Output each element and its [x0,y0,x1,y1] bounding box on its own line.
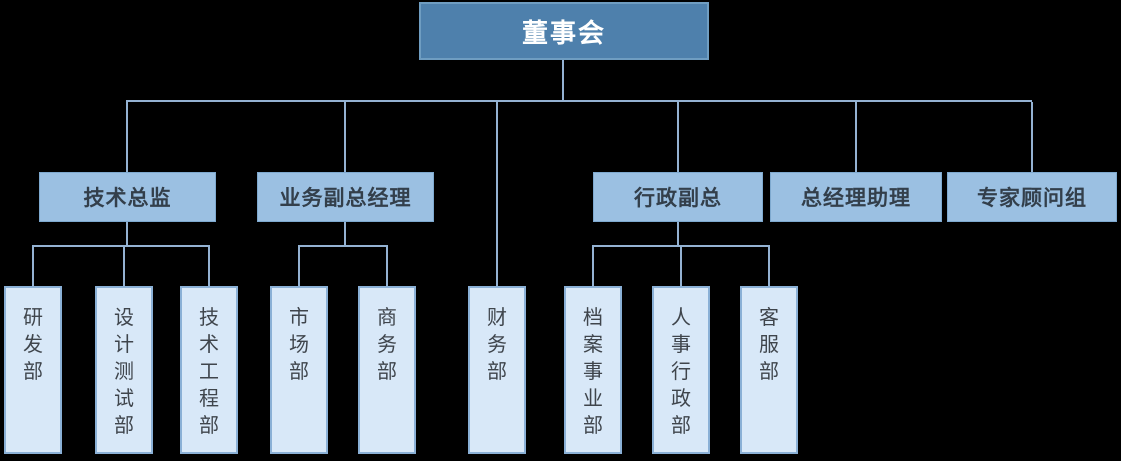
connector-main-rail [126,100,1032,102]
connector-to-design-dept [123,247,125,286]
node-tech-director-label: 技术总监 [83,187,172,210]
node-finance-dept-label: 财务部 [487,307,507,383]
node-tech-engineering-dept[interactable]: 技术工程部 [180,286,238,454]
node-hr-admin-dept[interactable]: 人事行政部 [652,286,710,454]
node-rd-dept[interactable]: 研发部 [4,286,62,454]
node-design-testing-dept[interactable]: 设计测试部 [95,286,153,454]
node-commerce-dept-label: 商务部 [377,307,397,383]
connector-to-finance-dept [496,102,498,286]
connector-biz-rail [298,245,388,247]
node-expert-advisory-group[interactable]: 专家顾问组 [947,172,1117,222]
connector-to-archives-dept [592,247,594,286]
connector-to-market-dept [298,247,300,286]
connector-to-gm-assistant [855,102,857,172]
connector-to-rd-dept [32,247,34,286]
node-admin-deputy-gm[interactable]: 行政副总 [593,172,763,222]
node-marketing-dept[interactable]: 市场部 [270,286,328,454]
node-gm-assistant-label: 总经理助理 [801,187,911,210]
node-board-of-directors[interactable]: 董事会 [419,2,709,60]
node-hr-admin-dept-label: 人事行政部 [671,307,691,437]
node-design-testing-dept-label: 设计测试部 [114,307,134,437]
node-customer-service-dept[interactable]: 客服部 [740,286,798,454]
connector-to-expert-group [1031,102,1033,172]
connector-tech-drop [126,222,128,245]
node-business-deputy-gm-label: 业务副总经理 [279,187,412,210]
node-board-label: 董事会 [521,17,606,48]
node-marketing-dept-label: 市场部 [289,307,309,383]
connector-to-eng-dept [208,247,210,286]
node-gm-assistant[interactable]: 总经理助理 [770,172,942,222]
connector-biz-drop [344,222,346,245]
node-finance-dept[interactable]: 财务部 [468,286,526,454]
connector-to-service-dept [768,247,770,286]
node-archives-business-dept-label: 档案事业部 [583,307,603,437]
connector-to-commerce-dept [386,247,388,286]
connector-to-hr-dept [680,247,682,286]
connector-admin-drop [677,222,679,245]
connector-to-business-vp [344,102,346,172]
node-archives-business-dept[interactable]: 档案事业部 [564,286,622,454]
node-tech-engineering-dept-label: 技术工程部 [199,307,219,437]
node-tech-director[interactable]: 技术总监 [39,172,216,222]
connector-admin-rail [592,245,770,247]
node-rd-dept-label: 研发部 [23,307,43,383]
connector-to-admin-vp [677,102,679,172]
node-business-deputy-gm[interactable]: 业务副总经理 [257,172,434,222]
node-admin-deputy-gm-label: 行政副总 [634,187,722,210]
connector-tech-rail [32,245,210,247]
node-expert-advisory-group-label: 专家顾问组 [977,187,1087,210]
connector-root-drop [562,60,564,101]
connector-to-tech-director [126,102,128,172]
node-commerce-dept[interactable]: 商务部 [358,286,416,454]
node-customer-service-dept-label: 客服部 [759,307,779,383]
